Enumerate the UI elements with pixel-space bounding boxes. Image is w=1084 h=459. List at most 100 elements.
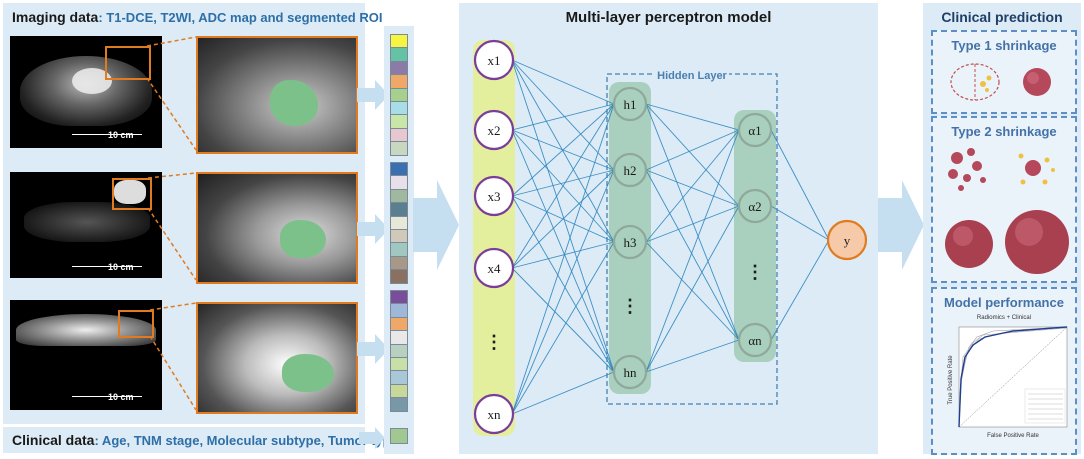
hidden1-node <box>612 354 648 390</box>
type2-box: Type 2 shrinkage <box>931 116 1077 283</box>
type1-title: Type 1 shrinkage <box>951 38 1057 53</box>
feature-cell <box>390 330 408 345</box>
input-node-label: x3 <box>488 189 501 204</box>
segmented-roi <box>280 220 326 258</box>
segmented-roi <box>282 354 334 392</box>
arrow-to-mlp <box>413 180 459 270</box>
mri-slice-t2: 10 cm <box>10 172 162 278</box>
connection-edge <box>645 129 740 373</box>
feature-cell <box>390 127 408 143</box>
hidden2-node-label: αn <box>748 333 762 348</box>
arrow-to-prediction <box>878 180 924 270</box>
connection-edge <box>511 371 615 415</box>
connection-edge <box>511 103 615 131</box>
connection-edge <box>511 59 615 105</box>
clinical-title: Clinical data: Age, TNM stage, Molecular… <box>12 432 398 448</box>
roc-chart <box>958 326 1068 428</box>
connection-edge <box>511 267 615 373</box>
hidden2-node <box>737 112 773 148</box>
connection-edge <box>511 129 615 373</box>
connection-edge <box>645 103 740 341</box>
feature-cell <box>390 383 408 399</box>
hidden2-node-label: α2 <box>748 199 761 214</box>
input-node-label: xn <box>488 407 502 422</box>
connection-edge <box>511 169 615 415</box>
output-node-label: y <box>844 233 851 248</box>
hidden1-node <box>612 152 648 188</box>
hidden2-node <box>737 188 773 224</box>
feature-cell <box>390 428 408 444</box>
input-node-label: x2 <box>488 123 501 138</box>
type1-illustration <box>950 63 1051 101</box>
scale-label: 10 cm <box>108 130 134 140</box>
connection-edge <box>645 129 740 243</box>
feature-cell <box>390 370 408 385</box>
performance-box: Model performance Radiomics + Clinical F… <box>931 287 1077 455</box>
feature-cell <box>390 141 408 156</box>
prediction-title: Clinical prediction <box>941 9 1063 25</box>
feature-cell <box>390 74 408 89</box>
input-node <box>473 175 515 217</box>
feature-cell <box>390 162 408 177</box>
feature-cell <box>390 242 408 257</box>
feature-cell <box>390 316 408 332</box>
imaging-feature-vector <box>390 162 408 284</box>
connection-edge <box>511 241 615 269</box>
mri-zoom-t2 <box>196 172 358 284</box>
type2-title: Type 2 shrinkage <box>951 124 1057 139</box>
connection-edge <box>511 59 615 373</box>
roc-title: Radiomics + Clinical <box>976 315 1032 321</box>
feature-cell <box>390 202 408 217</box>
connection-edge <box>770 205 830 241</box>
connection-edge <box>511 241 615 415</box>
input-node <box>473 393 515 435</box>
roc-xlabel: False Positive Rate <box>987 433 1039 439</box>
feature-cell <box>390 188 408 204</box>
mlp-title: Multi-layer perceptron model <box>565 9 772 26</box>
mri-zoom-t1 <box>196 36 358 154</box>
input-node <box>473 247 515 289</box>
feature-cell <box>390 343 408 358</box>
roc-ylabel: True Positive Rate <box>948 355 954 405</box>
connection-edge <box>645 129 740 171</box>
hidden1-node-label: hn <box>624 365 638 380</box>
feature-cell <box>390 60 408 76</box>
connection-edge <box>770 239 830 341</box>
input-node <box>473 109 515 151</box>
mri-slice-adc: 10 cm <box>10 300 162 410</box>
hidden1-node <box>612 224 648 260</box>
connection-edge <box>511 103 615 269</box>
connection-edge <box>645 103 740 131</box>
feature-cell <box>390 114 408 129</box>
feature-cell <box>390 255 408 271</box>
connection-edge <box>511 103 615 415</box>
connection-edge <box>645 169 740 207</box>
connection-edge <box>511 195 615 373</box>
mri-slice-t1: 10 cm <box>10 36 162 148</box>
hidden1-node-label: h1 <box>624 97 637 112</box>
imaging-title: Imaging data: T1-DCE, T2WI, ADC map and … <box>12 9 383 25</box>
connection-edge <box>645 103 740 207</box>
connection-edge <box>511 103 615 197</box>
type2-illustration <box>945 148 1069 274</box>
connection-edge <box>645 339 740 373</box>
connection-edge <box>770 129 830 241</box>
hidden1-node-label: h2 <box>624 163 637 178</box>
feature-cell <box>390 269 408 284</box>
feature-cell <box>390 356 408 372</box>
connection-edge <box>645 169 740 341</box>
connection-edge <box>645 241 740 341</box>
row-arrows <box>357 80 389 449</box>
hidden1-node-label: ⋮ <box>621 296 639 316</box>
connection-edge <box>645 205 740 243</box>
input-node <box>473 39 515 81</box>
feature-cell <box>390 215 408 230</box>
input-layer-bar <box>473 40 515 436</box>
hidden1-node-label: h3 <box>624 235 637 250</box>
connection-edge <box>645 205 740 373</box>
connection-edge <box>511 169 615 197</box>
feature-cell <box>390 303 408 318</box>
hidden-layer-label: Hidden Layer <box>657 70 727 82</box>
scale-label: 10 cm <box>108 262 134 272</box>
feature-cell <box>390 100 408 116</box>
